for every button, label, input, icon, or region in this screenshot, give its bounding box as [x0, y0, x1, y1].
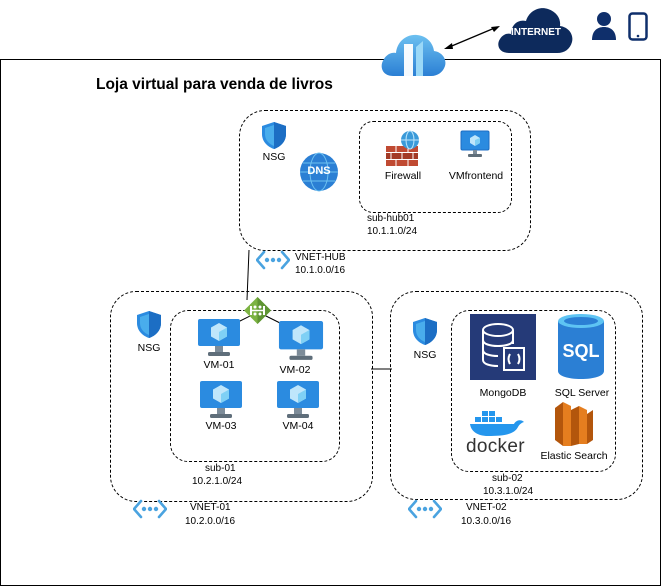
vnet-name: VNET-01: [190, 502, 231, 513]
subnet-name: sub-02: [492, 473, 523, 484]
nsg-label: NSG: [413, 349, 437, 361]
nsg-label: NSG: [137, 342, 161, 354]
mongodb-icon: [470, 314, 536, 380]
elastic-search-label: Elastic Search: [540, 450, 608, 462]
vnet-icon: [256, 250, 290, 270]
subnet-name: sub-hub01: [367, 213, 415, 224]
subnet-cidr: 10.3.1.0/24: [483, 486, 534, 497]
nsg-label: NSG: [262, 151, 286, 163]
vnet-02-container: [390, 291, 643, 500]
sub-hub01-container: [359, 121, 512, 213]
vm-label: VM-04: [282, 420, 314, 432]
sub-02-container: [451, 310, 616, 472]
vnet-hub-container: [239, 110, 531, 251]
cloud-icon: [498, 8, 573, 53]
mongodb-label: MongoDB: [479, 387, 527, 399]
sql-server-label: SQL Server: [554, 387, 610, 399]
vm-label: VM-03: [205, 420, 237, 432]
shield-icon: [136, 310, 162, 339]
sql-server-icon: SQL: [556, 313, 606, 381]
elastic-search-icon: [553, 400, 595, 448]
vm-icon: [276, 380, 320, 420]
vm-icon: [199, 380, 243, 420]
vnet-icon: [408, 499, 442, 519]
vnet-cidr: 10.1.0.0/16: [295, 265, 346, 276]
dns-icon: DNS: [299, 152, 339, 192]
vnet-name: VNET-02: [466, 502, 507, 513]
sql-icon-text: SQL: [562, 341, 600, 361]
docker-icon: [468, 409, 528, 437]
vm-icon: [276, 320, 326, 362]
vnet-cidr: 10.2.0.0/16: [185, 516, 236, 527]
vm-label: VM-01: [203, 359, 235, 371]
diagram-title: Loja virtual para venda de livros: [96, 76, 333, 93]
peering-icon: [243, 296, 272, 325]
vnet-icon: [133, 499, 167, 519]
vnet-01-container: [110, 291, 373, 502]
vm-icon: [197, 318, 241, 358]
internet-link-arrow-end: [491, 26, 500, 32]
shield-icon: [412, 317, 438, 346]
user-icon: [591, 11, 617, 41]
firewall-icon: [384, 130, 420, 168]
vnet-cidr: 10.3.0.0/16: [461, 516, 512, 527]
internet-link: [446, 26, 498, 49]
vmfrontend-icon: [460, 130, 490, 160]
mobile-icon: [628, 12, 648, 41]
docker-label: docker: [466, 436, 525, 457]
subnet-cidr: 10.1.1.0/24: [367, 226, 418, 237]
internet-label: INTERNET: [511, 27, 561, 38]
subnet-cidr: 10.2.1.0/24: [192, 476, 243, 487]
vm-label: VM-02: [279, 364, 311, 376]
subnet-name: sub-01: [205, 463, 236, 474]
vmfrontend-label: VMfrontend: [448, 170, 504, 182]
internet-cloud: INTERNET: [495, 3, 577, 55]
front-door-icon: [379, 30, 447, 78]
dns-label: DNS: [307, 165, 331, 177]
firewall-label: Firewall: [384, 170, 422, 182]
shield-icon: [261, 121, 287, 150]
internet-link-arrow-start: [444, 43, 453, 49]
vnet-name: VNET-HUB: [295, 252, 346, 263]
